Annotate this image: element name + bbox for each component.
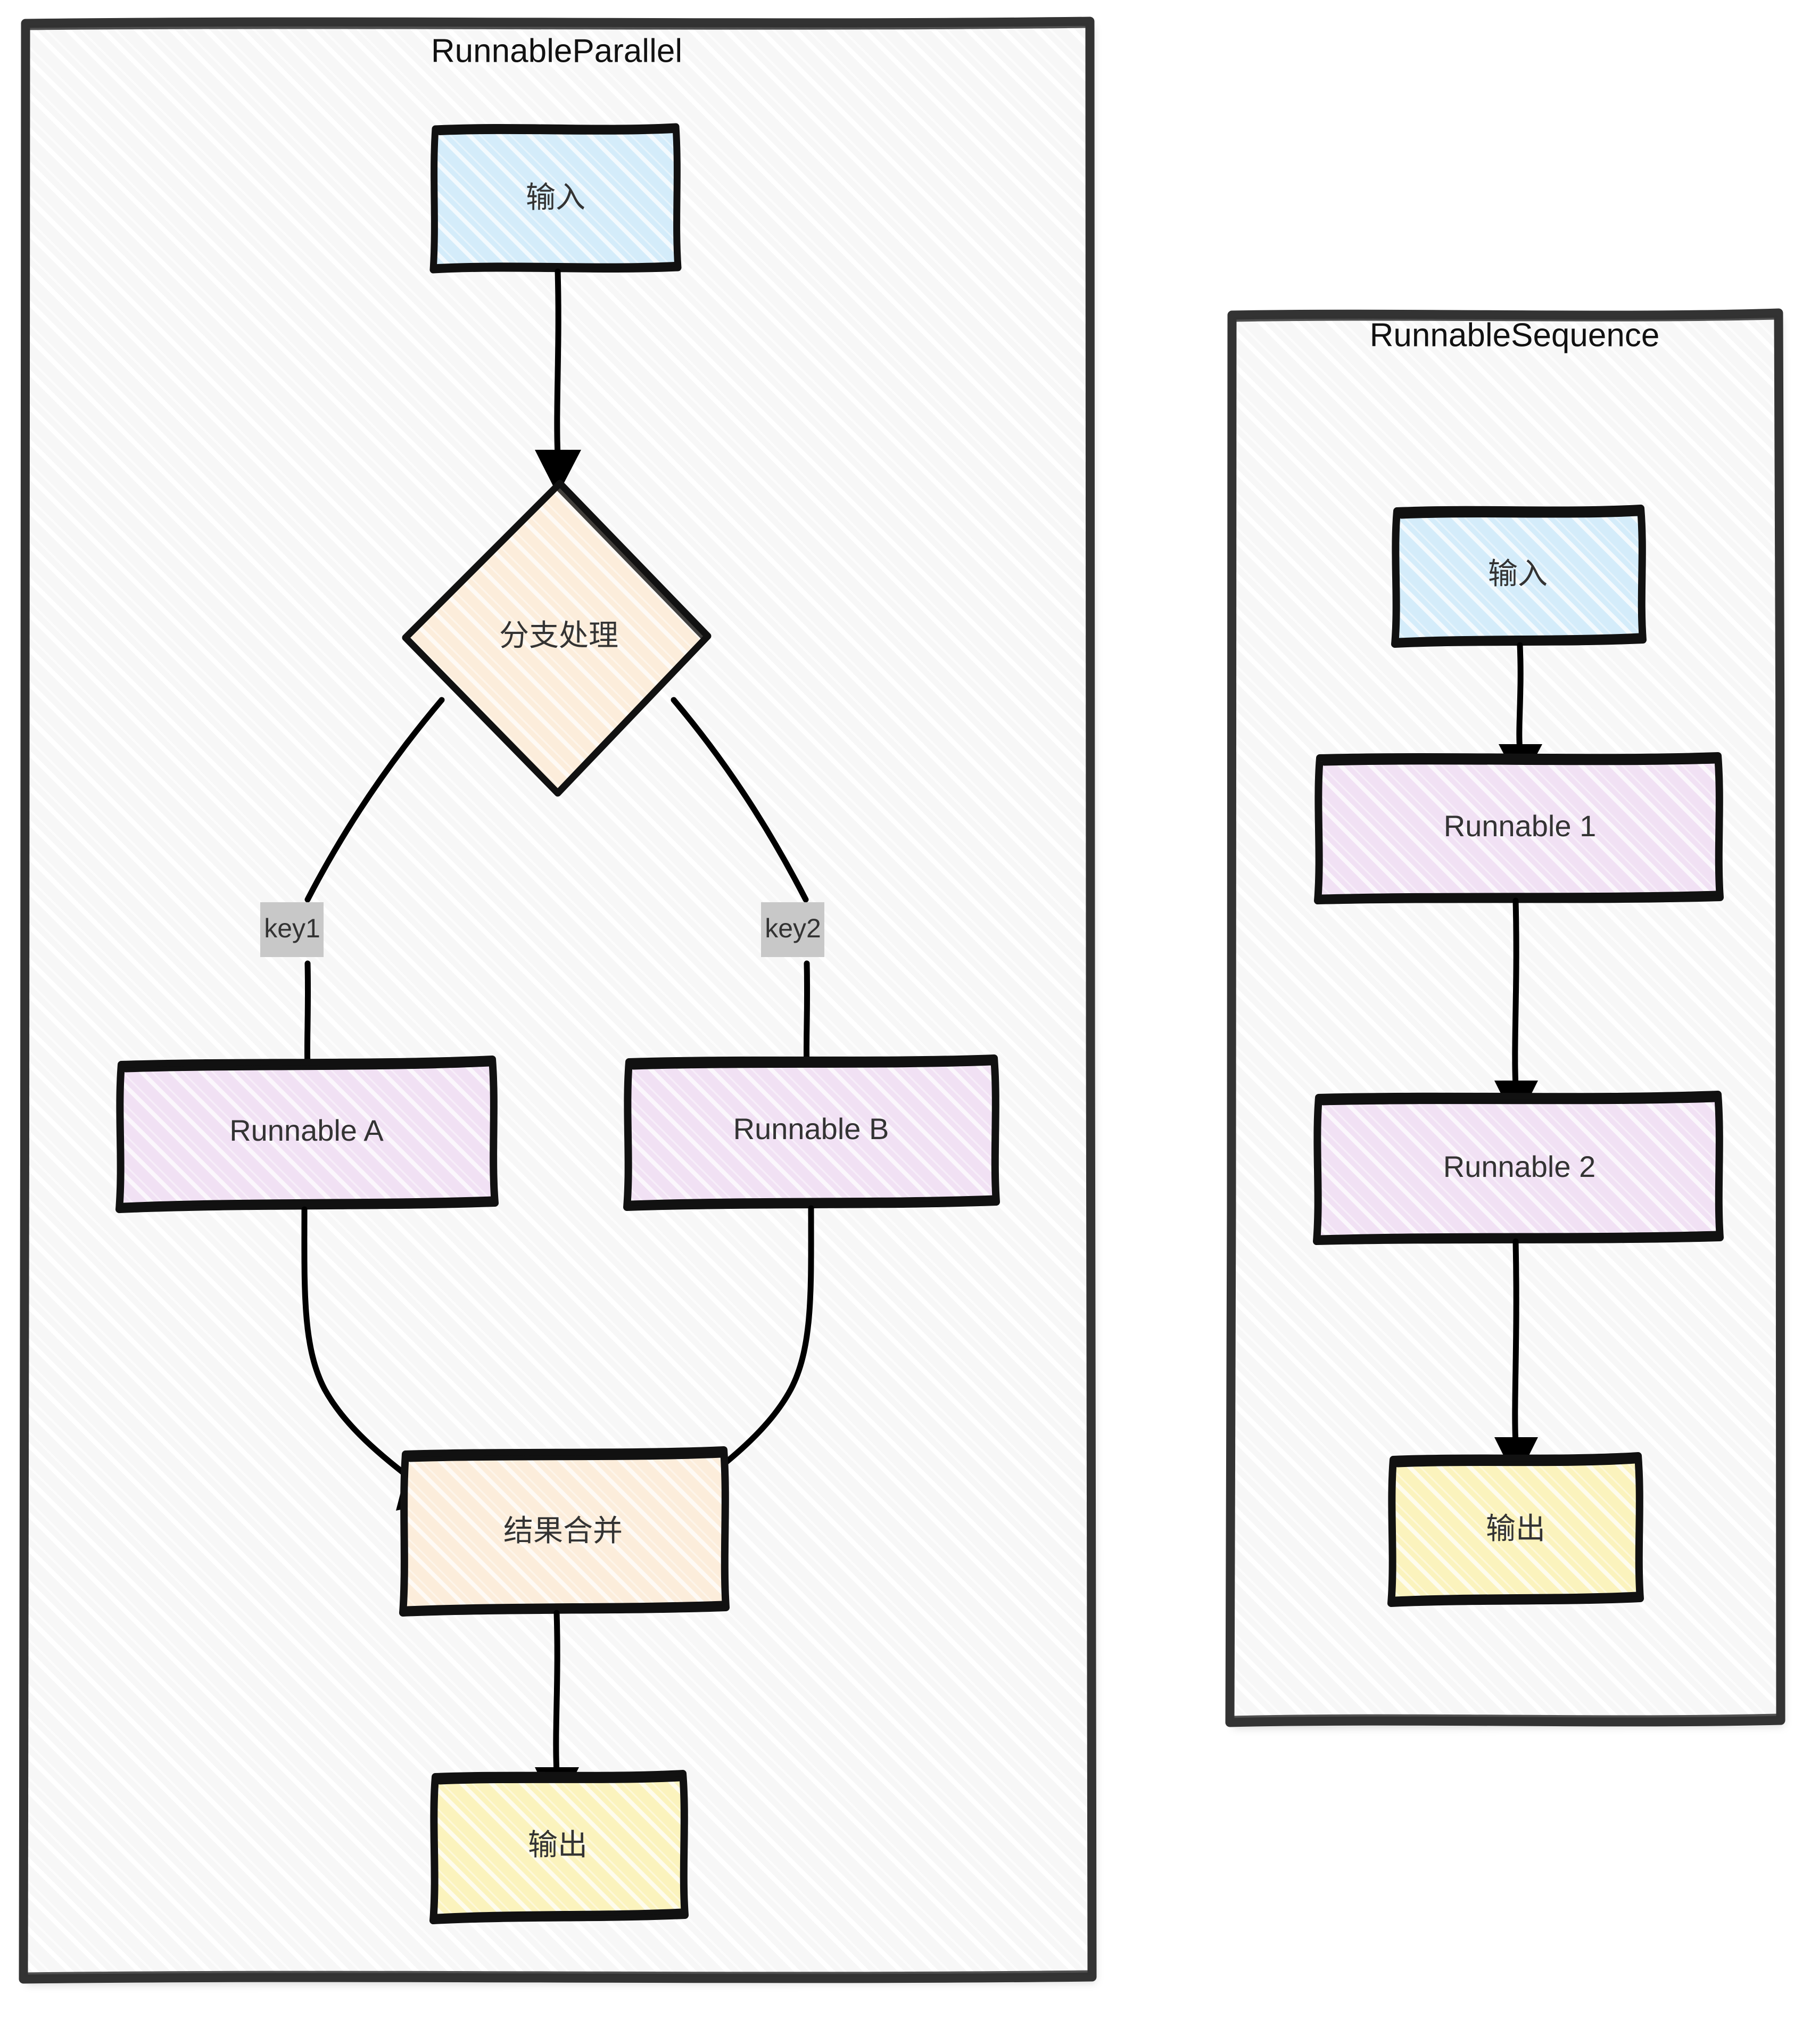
node-sequence-run1-hatch [1318, 756, 1720, 901]
node-parallel-input-hatch [433, 127, 678, 270]
node-sequence-input-label: 输入 [1488, 557, 1548, 590]
node-parallel-runnable-b-border-sketch2 [629, 1060, 996, 1206]
node-parallel-branch[interactable]: 分支处理 [402, 480, 712, 797]
node-sequence-input-border [1391, 505, 1647, 648]
panel-sequence-border-sketch2 [1230, 315, 1780, 1721]
edge-input-to-branch [535, 268, 581, 495]
panel-runnable-parallel: RunnableParallel 输入 分支处理 [19, 17, 1097, 1984]
node-parallel-runnable-a-label: Runnable A [229, 1114, 384, 1147]
edge-key1-label-bg [260, 902, 324, 957]
node-parallel-merge[interactable]: 结果合并 [399, 1446, 730, 1617]
node-sequence-input[interactable]: 输入 [1391, 505, 1647, 648]
edge-key2-label-bg [761, 902, 824, 957]
node-parallel-input-label: 输入 [526, 180, 585, 214]
node-sequence-run1[interactable]: Runnable 1 [1314, 752, 1724, 904]
node-sequence-output-border [1387, 1452, 1644, 1607]
node-parallel-merge-border [399, 1446, 730, 1617]
node-parallel-runnable-a-border [115, 1056, 499, 1213]
node-sequence-output-hatch [1391, 1456, 1640, 1603]
panel-sequence-background [1230, 313, 1781, 1722]
node-parallel-runnable-a[interactable]: Runnable A [115, 1056, 499, 1213]
node-parallel-output-border [429, 1770, 689, 1924]
node-sequence-run1-border-sketch2 [1319, 759, 1719, 900]
node-sequence-output-border-sketch2 [1393, 1458, 1640, 1602]
node-sequence-run1-label: Runnable 1 [1444, 809, 1596, 843]
node-sequence-input-hatch [1395, 508, 1643, 644]
node-sequence-run2-border [1313, 1091, 1724, 1245]
node-parallel-runnable-b-label: Runnable B [733, 1112, 889, 1145]
node-parallel-runnable-b-hatch [627, 1058, 996, 1207]
node-parallel-merge-border-sketch2 [404, 1453, 725, 1611]
edge-key2-label: key2 [765, 913, 821, 943]
panel-parallel-border [19, 17, 1097, 1984]
node-parallel-output[interactable]: 输出 [429, 1770, 689, 1924]
node-sequence-run2[interactable]: Runnable 2 [1313, 1091, 1724, 1245]
node-parallel-runnable-b[interactable]: Runnable B [623, 1054, 1000, 1211]
node-sequence-run2-label: Runnable 2 [1443, 1150, 1595, 1183]
node-parallel-runnable-a-hatch [119, 1059, 495, 1209]
panel-runnable-sequence: RunnableSequence 输入 Runnable 1 [1225, 308, 1785, 1727]
node-sequence-output[interactable]: 输出 [1387, 1452, 1644, 1607]
node-parallel-input-border [429, 123, 682, 274]
node-parallel-input-border-sketch2 [435, 129, 677, 268]
node-sequence-input-border-sketch2 [1396, 511, 1642, 643]
node-parallel-input[interactable]: 输入 [429, 123, 682, 274]
node-sequence-run2-hatch [1317, 1094, 1720, 1241]
panel-parallel-title: RunnableParallel [431, 32, 682, 69]
node-parallel-runnable-b-border [623, 1054, 1000, 1211]
panel-sequence-border [1225, 308, 1785, 1727]
panel-sequence-title: RunnableSequence [1370, 317, 1660, 353]
node-parallel-output-label: 输出 [528, 1828, 588, 1861]
node-sequence-run1-border [1314, 752, 1724, 904]
node-parallel-branch-label: 分支处理 [499, 619, 618, 652]
node-parallel-merge-label: 结果合并 [503, 1514, 623, 1547]
node-parallel-output-border-sketch2 [435, 1776, 684, 1919]
node-parallel-branch-border-sketch2 [408, 485, 706, 791]
panel-parallel-border-sketch2 [24, 23, 1092, 1977]
edge-key1-label: key1 [264, 913, 320, 943]
panel-parallel-background [23, 21, 1092, 1979]
node-parallel-output-hatch [433, 1774, 685, 1921]
node-sequence-output-label: 输出 [1486, 1512, 1545, 1545]
node-sequence-run2-border-sketch2 [1318, 1097, 1719, 1240]
node-parallel-merge-hatch [403, 1450, 726, 1613]
node-parallel-runnable-a-border-sketch2 [121, 1061, 495, 1208]
node-parallel-branch-border [402, 480, 712, 797]
